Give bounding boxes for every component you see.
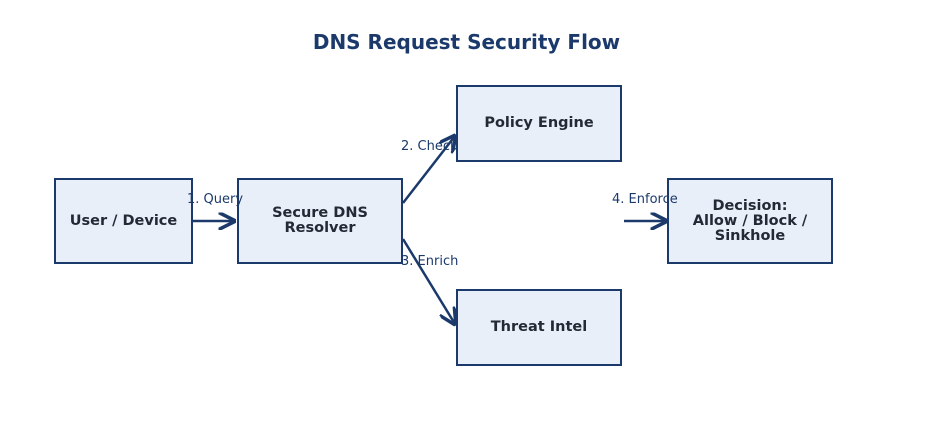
diagram-title: DNS Request Security Flow xyxy=(312,30,621,54)
node-policy-engine: Policy Engine xyxy=(456,85,622,162)
edge-label-check: 2. Check xyxy=(401,139,458,154)
arrow-enrich xyxy=(401,238,455,324)
arrow-check xyxy=(402,136,455,204)
node-user-device: User / Device xyxy=(54,178,193,264)
edge-label-enrich: 3. Enrich xyxy=(401,254,459,269)
edge-label-query: 1. Query xyxy=(187,192,244,207)
edge-label-enforce: 4. Enforce xyxy=(612,192,678,207)
node-secure-dns-resolver: Secure DNS Resolver xyxy=(237,178,403,264)
node-threat-intel: Threat Intel xyxy=(456,289,622,366)
node-decision: Decision: Allow / Block / Sinkhole xyxy=(667,178,833,264)
